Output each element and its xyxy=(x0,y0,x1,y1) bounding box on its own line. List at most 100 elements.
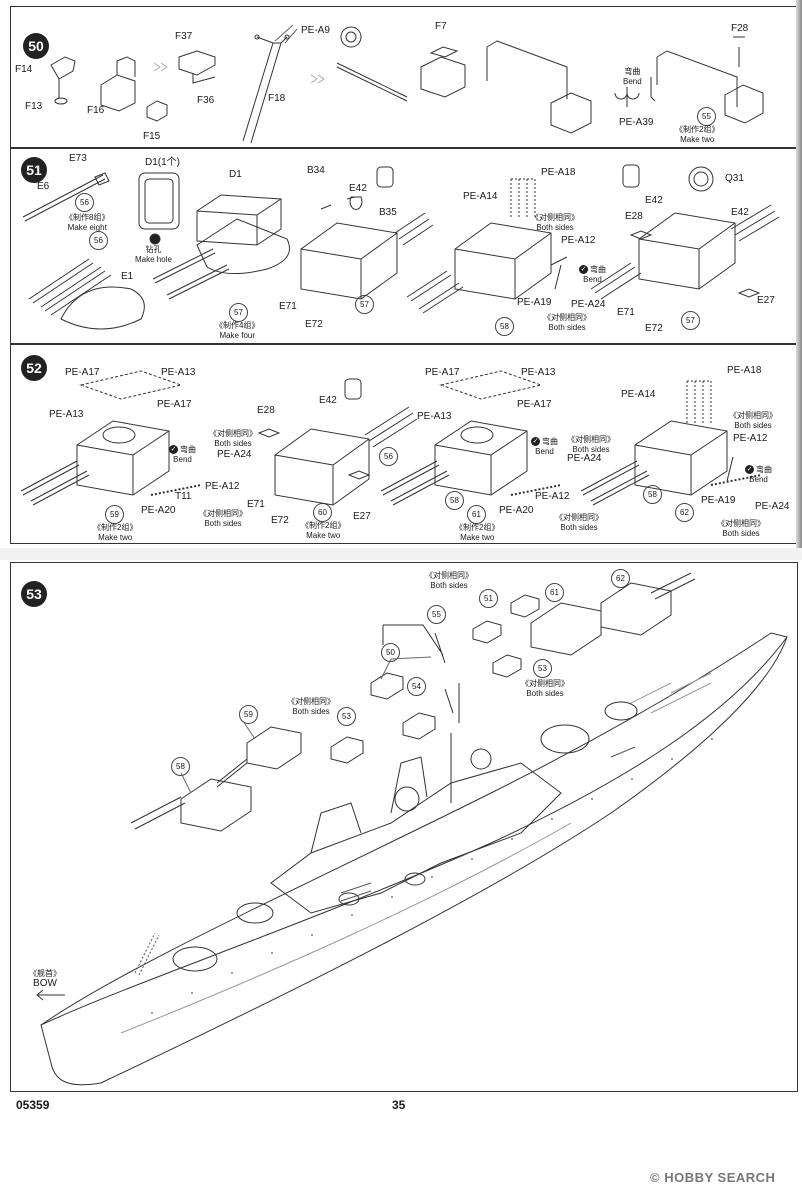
part-label: PE-A17 xyxy=(65,367,100,378)
part-label: PE-A9 xyxy=(301,25,330,36)
step-53-drawing xyxy=(36,572,788,1086)
part-label: PE-A24 xyxy=(217,449,252,460)
both-sides-cn: 《对侧相同》 xyxy=(543,313,591,322)
both-sides-en: Both sides xyxy=(214,439,252,448)
make-hole-note: 钻孔 Make hole xyxy=(135,245,172,265)
make-note-cn: 《制作2组》 xyxy=(675,125,720,134)
both-sides-en: Both sides xyxy=(292,707,330,716)
make-eight-note: 《制作8组》 Make eight xyxy=(65,213,109,233)
part-label: E6 xyxy=(37,181,50,192)
part-label: T11 xyxy=(175,491,192,502)
make-note-en: Make two xyxy=(98,533,133,542)
both-sides-cn: 《对侧相同》 xyxy=(555,513,603,522)
make-two-note: 《制作2组》 Make two xyxy=(301,521,345,541)
part-label: B35 xyxy=(379,207,397,218)
both-sides-cn: 《对侧相同》 xyxy=(287,697,335,706)
part-label: PE-A12 xyxy=(561,235,596,246)
part-label: F37 xyxy=(175,31,193,42)
step-ref-circle: 56 xyxy=(89,231,108,250)
part-label: E28 xyxy=(257,405,275,416)
step-ref-circle: 62 xyxy=(611,569,630,588)
part-label: D1(1个) xyxy=(145,157,181,168)
part-label: PE-A24 xyxy=(567,453,602,464)
step-52-panel: 52 PE-A17 PE-A13 PE-A13 PE-A17 《对侧相同》 Bo… xyxy=(10,344,798,544)
part-label: PE-A18 xyxy=(727,365,762,376)
make-note-en: Make two xyxy=(680,135,715,144)
step-number: 50 xyxy=(23,33,49,59)
part-label: F15 xyxy=(143,131,161,142)
part-label: PE-A14 xyxy=(463,191,498,202)
part-label: F18 xyxy=(268,93,286,104)
bow-label-en: BOW xyxy=(33,978,57,989)
part-label: B34 xyxy=(307,165,325,176)
step-ref-circle: 61 xyxy=(545,583,564,602)
make-hole-cn: 钻孔 xyxy=(145,245,162,254)
part-label: PE-A13 xyxy=(521,367,556,378)
both-sides-note: 《对侧相同》 Both sides xyxy=(567,435,615,455)
part-label: PE-A20 xyxy=(141,505,176,516)
make-note-cn: 《制作4组》 xyxy=(215,321,260,330)
part-label: F36 xyxy=(197,95,215,106)
both-sides-en: Both sides xyxy=(548,323,586,332)
step-ref-circle: 59 xyxy=(239,705,258,724)
step-ref-circle: 58 xyxy=(643,485,662,504)
part-label: F14 xyxy=(15,64,33,75)
part-label: PE-A17 xyxy=(517,399,552,410)
part-label: E42 xyxy=(319,395,337,406)
step-ref-circle: 57 xyxy=(681,311,700,330)
bow-arrow-icon xyxy=(36,989,65,1001)
bend-note: ✓弯曲 Bend xyxy=(531,437,558,457)
part-label: Q31 xyxy=(725,173,744,184)
step-ref-circle: 58 xyxy=(495,317,514,336)
page-edge-shadow xyxy=(796,0,802,560)
step-52-drawing xyxy=(20,370,762,506)
make-two-note: 《制作2组》 Make two xyxy=(93,523,137,543)
part-label: E1 xyxy=(121,271,134,282)
step-ref-circle: 53 xyxy=(533,659,552,678)
part-label: PE-A13 xyxy=(417,411,452,422)
part-label: PE-A20 xyxy=(499,505,534,516)
step-ref-circle: 57 xyxy=(229,303,248,322)
step-ref-circle: 55 xyxy=(427,605,446,624)
make-two-note: 《制作2组》 Make two xyxy=(455,523,499,543)
step-ref-circle: 53 xyxy=(337,707,356,726)
make-four-note: 《制作4组》 Make four xyxy=(215,321,259,341)
part-label: PE-A12 xyxy=(205,481,240,492)
part-label: E42 xyxy=(731,207,749,218)
bend-check-icon: ✓ xyxy=(745,465,754,475)
part-label: PE-A39 xyxy=(619,117,654,128)
step-ref-circle: 59 xyxy=(105,505,124,524)
both-sides-note: 《对侧相同》 Both sides xyxy=(729,411,777,431)
part-label: F28 xyxy=(731,23,749,34)
step-ref-circle: 51 xyxy=(479,589,498,608)
bow-note: 《舰首》 BOW xyxy=(29,969,61,989)
both-sides-en: Both sides xyxy=(572,445,610,454)
both-sides-en: Both sides xyxy=(526,689,564,698)
bend-note: ✓弯曲 Bend xyxy=(579,265,606,285)
both-sides-note: 《对侧相同》 Both sides xyxy=(555,513,603,533)
step-ref-circle: 58 xyxy=(445,491,464,510)
part-label: PE-A18 xyxy=(541,167,576,178)
watermark: © HOBBY SEARCH xyxy=(650,1170,775,1185)
step-50-panel: 50 F14 F13 F16 F37 F36 F15 PE-A9 F18 F7 … xyxy=(10,6,798,148)
both-sides-en: Both sides xyxy=(204,519,242,528)
step-ref-circle: 56 xyxy=(75,193,94,212)
bend-label-cn: 弯曲 xyxy=(542,437,558,446)
bend-check-icon: ✓ xyxy=(169,445,178,455)
make-two-note: 《制作2组》 Make two xyxy=(675,125,719,145)
part-label: E42 xyxy=(645,195,663,206)
part-label: F16 xyxy=(87,105,105,116)
part-label: PE-A19 xyxy=(517,297,552,308)
part-label: F7 xyxy=(435,21,447,32)
bend-label-en: Bend xyxy=(623,77,642,86)
step-ref-circle: 61 xyxy=(467,505,486,524)
part-label: E71 xyxy=(247,499,265,510)
bend-label-cn: 弯曲 xyxy=(180,445,196,454)
bend-note: ✓弯曲 Bend xyxy=(745,465,772,485)
make-note-en: Make eight xyxy=(67,223,107,232)
bend-label-en: Bend xyxy=(583,275,602,284)
both-sides-en: Both sides xyxy=(722,529,760,538)
step-51-panel: 51 E73 E6 56 《制作8组》 Make eight 56 E1 D1(… xyxy=(10,148,798,344)
part-label: D1 xyxy=(229,169,242,180)
part-label: PE-A12 xyxy=(733,433,768,444)
